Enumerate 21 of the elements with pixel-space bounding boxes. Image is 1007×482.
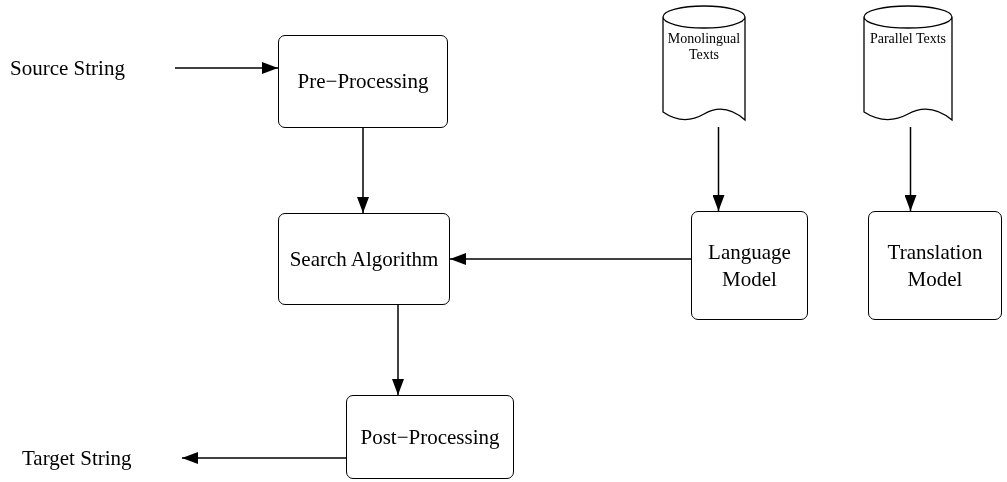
process-box: [278, 35, 448, 128]
process-box: [868, 211, 1002, 320]
arrow: [357, 127, 369, 214]
arrow: [181, 452, 347, 464]
text-label: Target String: [22, 440, 182, 476]
node-label: Post−Processing: [360, 423, 500, 451]
process-box: [278, 213, 450, 305]
node-label: Search Algorithm: [289, 245, 439, 273]
arrow: [904, 126, 917, 212]
node-label: Pre−Processing: [297, 68, 429, 95]
node-label: Translation Model: [886, 239, 984, 292]
process-box: [691, 211, 808, 320]
arrow: [392, 304, 404, 396]
arrow: [449, 253, 692, 265]
node-label: Parallel Texts: [869, 31, 947, 48]
text-label: Source String: [10, 50, 175, 86]
arrow: [174, 62, 279, 74]
process-box: [346, 395, 514, 479]
node-label: Monolingual Texts: [667, 31, 741, 64]
node-label: Language Model: [707, 239, 792, 292]
arrow: [712, 126, 725, 212]
